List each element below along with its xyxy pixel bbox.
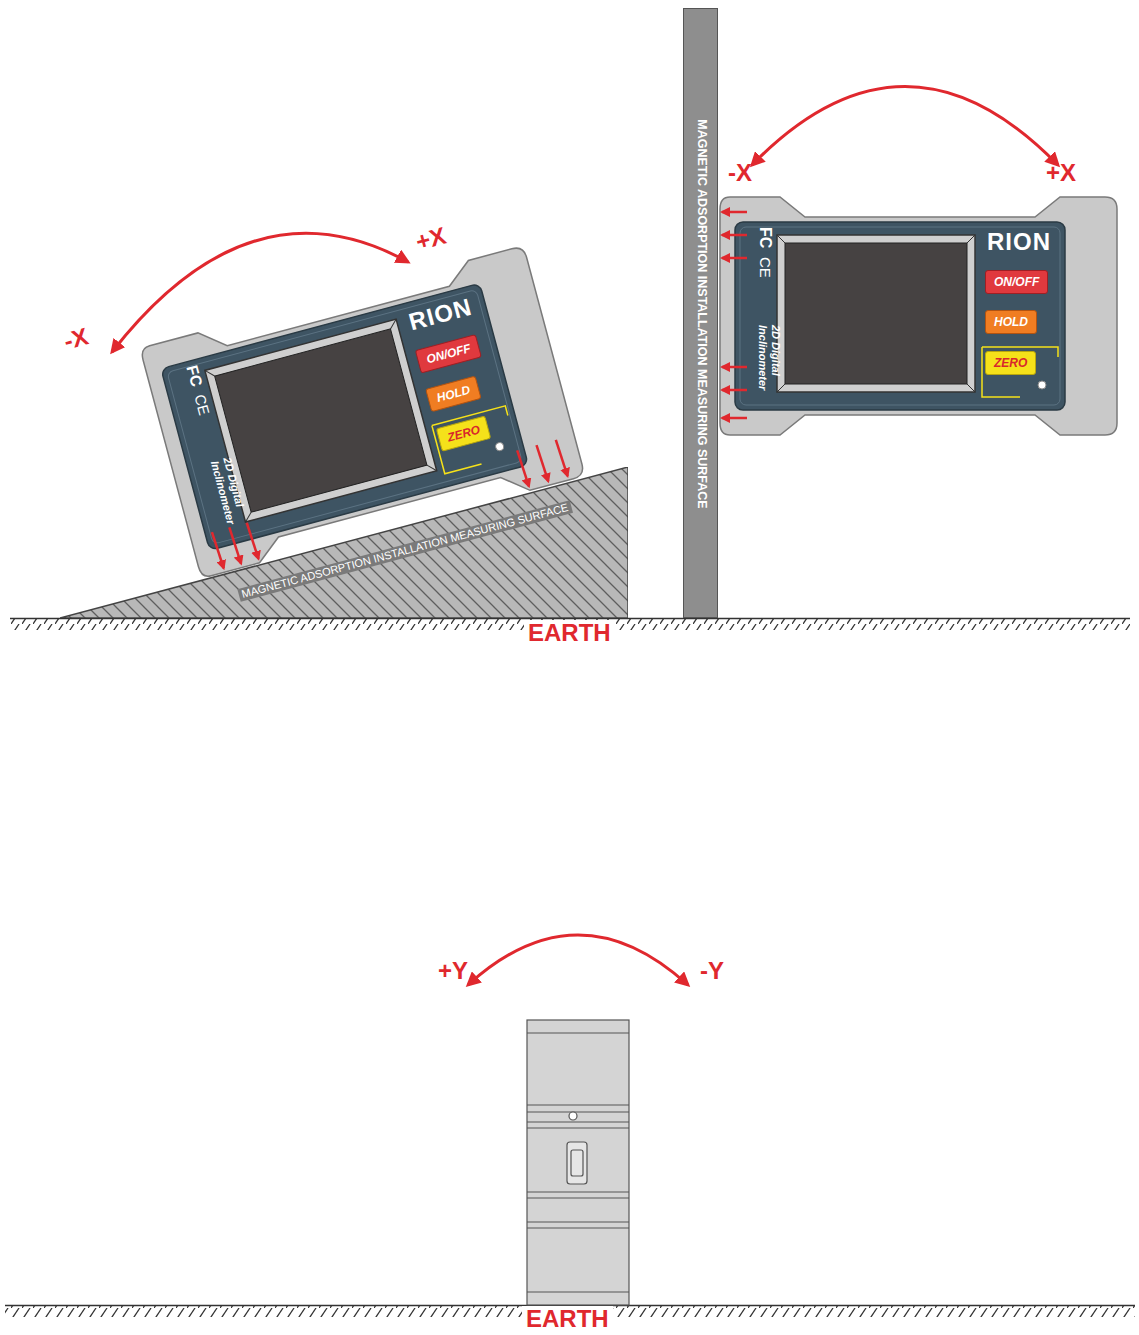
ground-label: EARTH <box>522 1306 613 1332</box>
device-button: ZERO <box>985 351 1036 375</box>
device-side-view <box>527 1020 629 1305</box>
ground-label: EARTH <box>524 620 615 646</box>
axis-label: -X <box>61 323 91 354</box>
model-name: 2D Digital Inclinometer <box>756 325 782 407</box>
button-label: ON/OFF <box>994 274 1039 290</box>
device-button: ON/OFF <box>985 270 1048 294</box>
axis-label: -X <box>728 160 752 186</box>
button-label: ZERO <box>446 422 482 446</box>
button-label: HOLD <box>435 382 472 406</box>
button-label: ZERO <box>994 355 1027 371</box>
axis-label: -Y <box>700 958 724 984</box>
rotation-arrow <box>468 935 688 985</box>
ce-mark: CE <box>756 257 774 278</box>
surface-label: MAGNETIC ADSORPTION INSTALLATION MEASURI… <box>694 9 710 619</box>
button-label: HOLD <box>994 314 1028 330</box>
fcc-mark: FC <box>756 227 774 248</box>
inclinometer-device: RION FC CE 2D Digital Inclinometer ON/OFF HOL… <box>720 197 1117 435</box>
device-button: HOLD <box>985 310 1037 334</box>
device-housing <box>720 197 1117 435</box>
axis-label: +Y <box>438 958 468 984</box>
axis-label: +X <box>1046 160 1076 186</box>
vertical-surface: MAGNETIC ADSORPTION INSTALLATION MEASURI… <box>683 8 718 618</box>
brand-logo: RION <box>987 229 1051 255</box>
rotation-arrow <box>752 87 1058 166</box>
axis-label: +X <box>413 223 449 256</box>
